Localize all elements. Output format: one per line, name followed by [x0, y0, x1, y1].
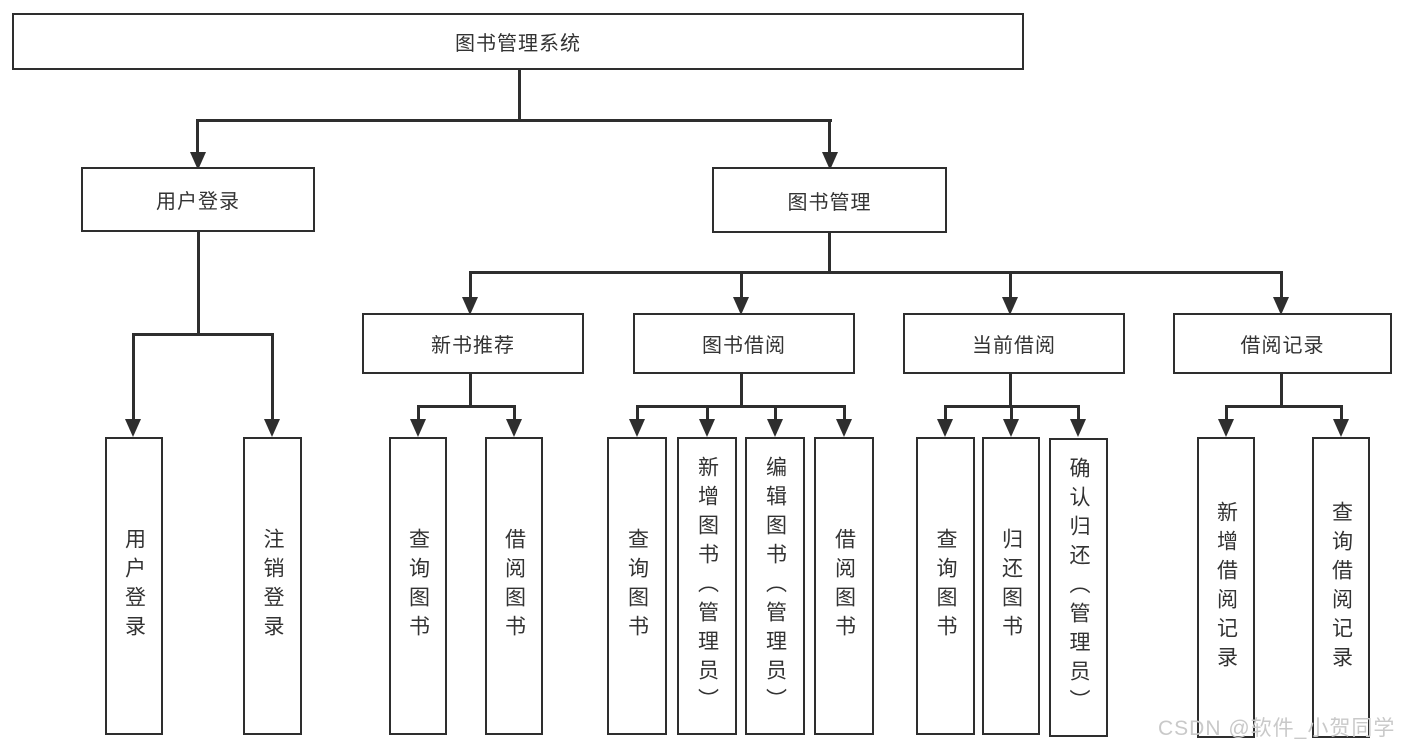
- leaf-query-books-1-label: 查询图书: [406, 528, 430, 644]
- connector-line: [1009, 271, 1012, 299]
- leaf-add-borrow-record-label: 新增借阅记录: [1214, 500, 1238, 675]
- arrowhead-down-icon: [733, 297, 749, 315]
- leaf-query-books-3: 查询图书: [916, 437, 975, 735]
- arrowhead-down-icon: [1070, 419, 1086, 437]
- connector-line: [417, 405, 420, 421]
- node-root: 图书管理系统: [12, 13, 1024, 70]
- leaf-borrow-books-1: 借阅图书: [485, 437, 543, 735]
- arrowhead-down-icon: [1333, 419, 1349, 437]
- leaf-edit-books-admin-label: 编辑图书（管理员）: [763, 455, 787, 717]
- leaf-borrow-books-2-label: 借阅图书: [832, 528, 856, 644]
- arrowhead-down-icon: [1002, 297, 1018, 315]
- leaf-borrow-books-1-label: 借阅图书: [502, 528, 526, 644]
- node-book-borrow: 图书借阅: [633, 313, 855, 374]
- connector-line: [774, 405, 777, 421]
- leaf-logout-label: 注销登录: [261, 528, 284, 644]
- connector-line: [1225, 405, 1228, 421]
- connector-line: [132, 333, 135, 421]
- connector-line: [706, 405, 709, 421]
- node-user-login-label: 用户登录: [156, 191, 240, 213]
- connector-line: [469, 374, 472, 407]
- leaf-add-books-admin: 新增图书（管理员）: [677, 437, 737, 735]
- arrowhead-down-icon: [125, 419, 141, 437]
- arrowhead-down-icon: [836, 419, 852, 437]
- node-book-management: 图书管理: [712, 167, 947, 233]
- node-current-borrow: 当前借阅: [903, 313, 1125, 374]
- connector-line: [417, 405, 516, 408]
- node-new-book-recommend: 新书推荐: [362, 313, 584, 374]
- leaf-borrow-books-2: 借阅图书: [814, 437, 874, 735]
- connector-line: [944, 405, 947, 421]
- arrowhead-down-icon: [410, 419, 426, 437]
- connector-line: [636, 405, 639, 421]
- connector-line: [196, 119, 199, 155]
- arrowhead-down-icon: [190, 152, 206, 170]
- arrowhead-down-icon: [937, 419, 953, 437]
- arrowhead-down-icon: [506, 419, 522, 437]
- connector-line: [1010, 405, 1013, 421]
- connector-line: [636, 405, 846, 408]
- node-new-book-recommend-label: 新书推荐: [431, 335, 515, 357]
- node-root-label: 图书管理系统: [455, 33, 581, 55]
- leaf-query-books-2-label: 查询图书: [625, 528, 649, 644]
- arrowhead-down-icon: [822, 152, 838, 170]
- connector-line: [740, 271, 743, 299]
- connector-line: [740, 374, 743, 407]
- node-borrow-record-label: 借阅记录: [1240, 335, 1325, 357]
- leaf-logout: 注销登录: [243, 437, 302, 735]
- arrowhead-down-icon: [699, 419, 715, 437]
- arrowhead-down-icon: [264, 419, 280, 437]
- leaf-query-books-1: 查询图书: [389, 437, 447, 735]
- leaf-user-login: 用户登录: [105, 437, 163, 735]
- leaf-add-books-admin-label: 新增图书（管理员）: [695, 455, 719, 717]
- leaf-query-books-2: 查询图书: [607, 437, 667, 735]
- connector-line: [469, 271, 1283, 274]
- leaf-query-borrow-record: 查询借阅记录: [1312, 437, 1370, 738]
- connector-line: [518, 70, 521, 121]
- node-user-login: 用户登录: [81, 167, 315, 232]
- node-book-borrow-label: 图书借阅: [702, 335, 786, 357]
- connector-line: [469, 271, 472, 299]
- leaf-user-login-label: 用户登录: [122, 528, 146, 644]
- leaf-confirm-return-admin-label: 确认归还（管理员）: [1067, 457, 1090, 718]
- connector-line: [1340, 405, 1343, 421]
- connector-line: [1077, 405, 1080, 421]
- connector-line: [513, 405, 516, 421]
- leaf-query-books-3-label: 查询图书: [934, 528, 957, 644]
- arrowhead-down-icon: [1003, 419, 1019, 437]
- node-current-borrow-label: 当前借阅: [972, 335, 1056, 357]
- arrowhead-down-icon: [1273, 297, 1289, 315]
- connector-line: [196, 119, 832, 122]
- connector-line: [132, 333, 274, 336]
- node-book-management-label: 图书管理: [787, 191, 872, 214]
- arrowhead-down-icon: [629, 419, 645, 437]
- connector-line: [197, 232, 200, 335]
- connector-line: [828, 233, 831, 273]
- arrowhead-down-icon: [1218, 419, 1234, 437]
- leaf-confirm-return-admin: 确认归还（管理员）: [1049, 438, 1108, 737]
- leaf-edit-books-admin: 编辑图书（管理员）: [745, 437, 805, 735]
- connector-line: [843, 405, 846, 421]
- connector-line: [1009, 374, 1012, 407]
- node-borrow-record: 借阅记录: [1173, 313, 1392, 374]
- leaf-query-borrow-record-label: 查询借阅记录: [1329, 500, 1353, 675]
- leaf-return-books: 归还图书: [982, 437, 1040, 735]
- connector-line: [1225, 405, 1343, 408]
- arrowhead-down-icon: [767, 419, 783, 437]
- leaf-return-books-label: 归还图书: [999, 528, 1023, 644]
- connector-line: [1280, 271, 1283, 299]
- connector-line: [1280, 374, 1283, 407]
- arrowhead-down-icon: [462, 297, 478, 315]
- leaf-add-borrow-record: 新增借阅记录: [1197, 437, 1255, 738]
- connector-line: [828, 119, 831, 155]
- connector-line: [271, 333, 274, 421]
- csdn-watermark: CSDN @软件_小贺同学: [1158, 717, 1396, 740]
